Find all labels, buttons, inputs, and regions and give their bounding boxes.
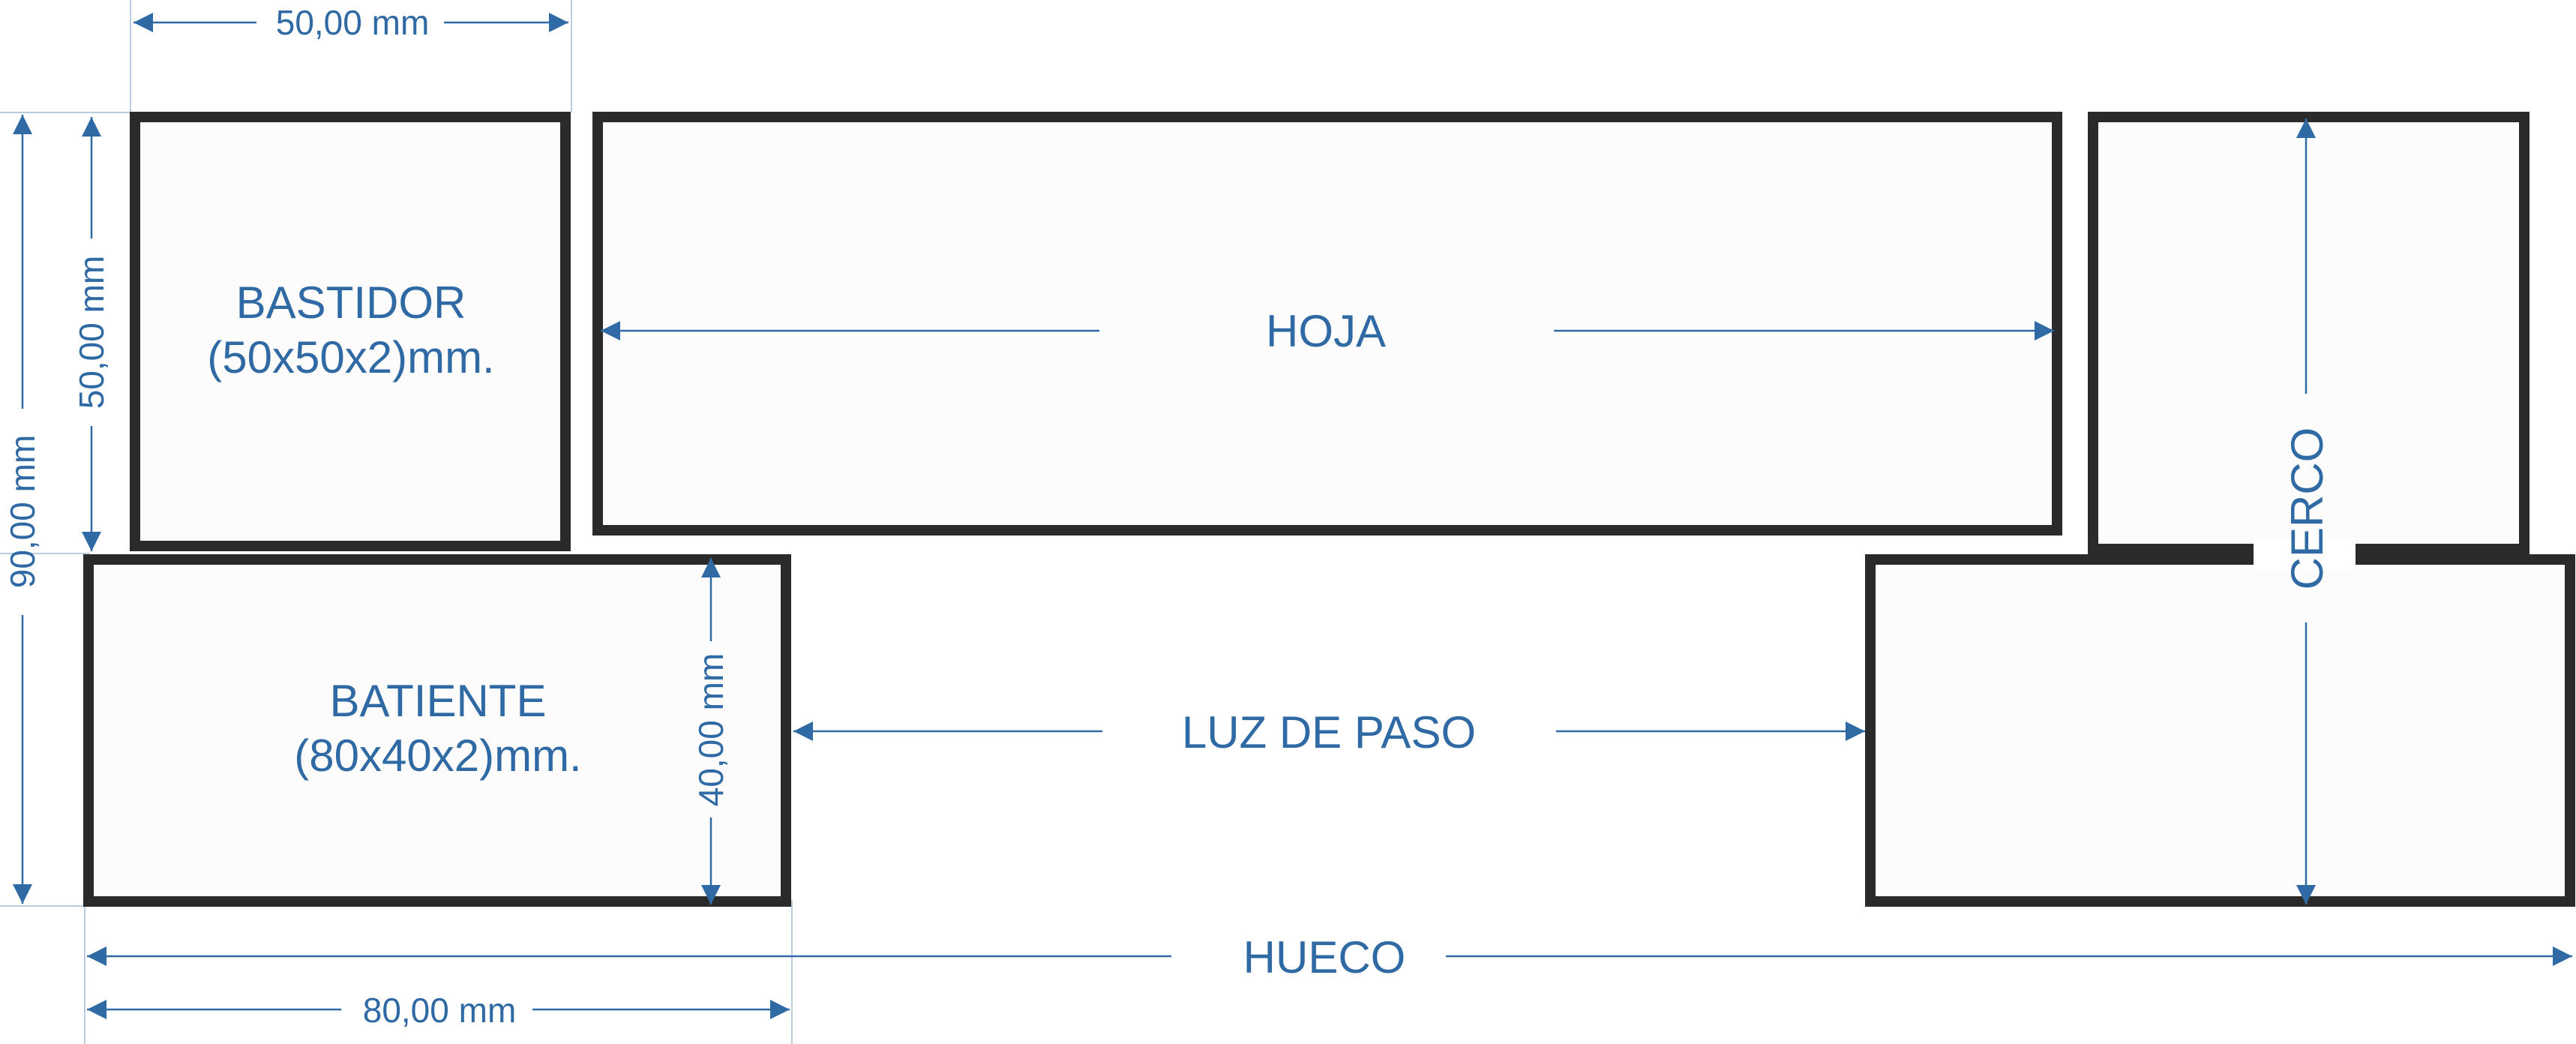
batiente-label-line1: BATIENTE bbox=[330, 676, 547, 726]
cerco-dimension: CERCO bbox=[2282, 118, 2332, 904]
bastidor-label-line1: BASTIDOR bbox=[236, 278, 466, 328]
bastidor-label-line2: (50x50x2)mm. bbox=[207, 332, 494, 382]
dim-top-width-label: 50,00 mm bbox=[276, 3, 430, 42]
dim-left-height-label: 50,00 mm bbox=[72, 256, 111, 410]
dim-total-height-label: 90,00 mm bbox=[3, 435, 42, 589]
dimension-total-height: 90,00 mm bbox=[3, 115, 42, 904]
batiente-label-line2: (80x40x2)mm. bbox=[294, 730, 581, 781]
batiente-label: BATIENTE (80x40x2)mm. bbox=[294, 676, 581, 781]
bastidor-profile bbox=[130, 112, 571, 551]
hoja-label: HOJA bbox=[1266, 306, 1386, 356]
hoja-profile bbox=[592, 112, 2062, 536]
cerco-label: CERCO bbox=[2282, 428, 2332, 590]
dim-batiente-height-label: 40,00 mm bbox=[691, 653, 730, 807]
dimension-batiente-height: 40,00 mm bbox=[691, 558, 730, 904]
luz-de-paso-dimension: LUZ DE PASO bbox=[793, 707, 1865, 758]
dimension-left-height: 50,00 mm bbox=[72, 117, 111, 551]
luz-de-paso-label: LUZ DE PASO bbox=[1182, 707, 1476, 758]
dimension-top-width: 50,00 mm bbox=[133, 3, 568, 42]
bastidor-label: BASTIDOR (50x50x2)mm. bbox=[207, 278, 494, 382]
hueco-label: HUECO bbox=[1243, 932, 1406, 982]
dimension-bottom-width: 80,00 mm bbox=[87, 991, 790, 1030]
cerco-bottom-profile bbox=[1865, 554, 2575, 907]
hoja-dimension: HOJA bbox=[601, 306, 2054, 356]
cerco-top-profile bbox=[2088, 112, 2530, 554]
extension-lines bbox=[0, 0, 793, 1044]
hueco-dimension: HUECO bbox=[87, 932, 2572, 982]
batiente-profile bbox=[83, 554, 791, 907]
dim-bottom-width-label: 80,00 mm bbox=[363, 991, 517, 1030]
